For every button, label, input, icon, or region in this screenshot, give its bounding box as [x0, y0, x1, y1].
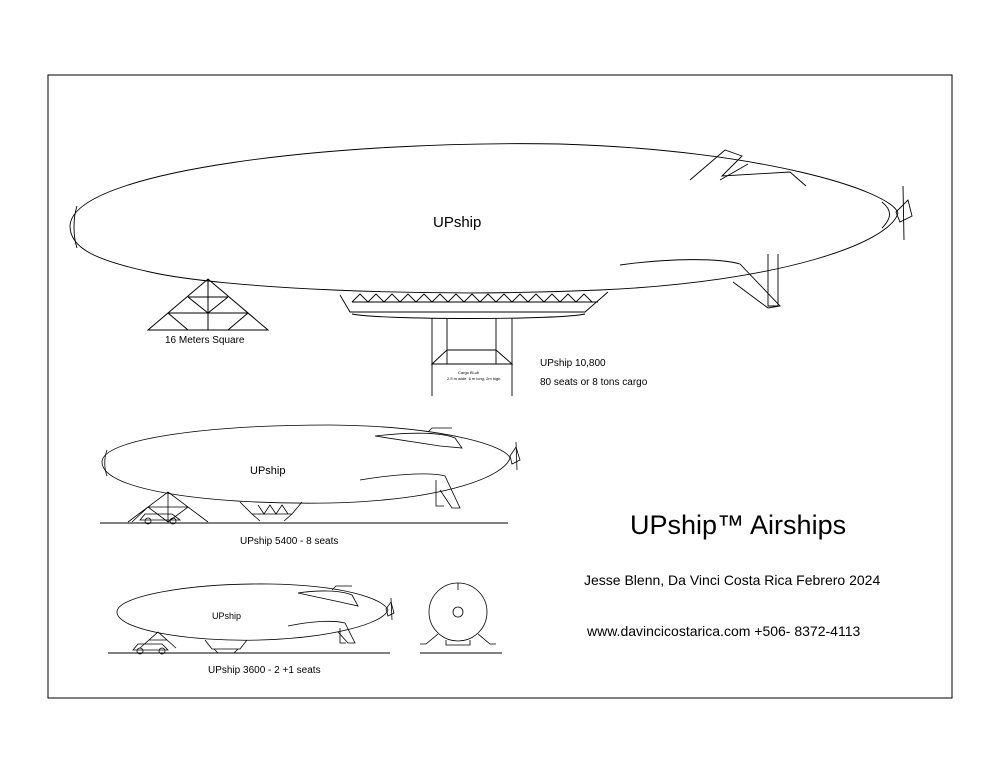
- large-nose-cap: [73, 205, 78, 249]
- large-bottom-strut: [767, 254, 779, 307]
- small-hull-label: UPship: [212, 611, 242, 621]
- large-airship: [69, 143, 913, 396]
- large-hangar: [146, 278, 270, 331]
- drawing-border: [47, 74, 953, 699]
- large-cargo-bay: [430, 318, 514, 396]
- small-car: [132, 643, 169, 651]
- small-gondola: [204, 639, 248, 654]
- medium-hull: [101, 424, 511, 504]
- small-top-fin: [297, 590, 359, 607]
- small-propeller: [385, 601, 395, 617]
- hangar-size-label: 16 Meters Square: [165, 335, 245, 346]
- medium-hull-label: UPship: [250, 465, 286, 477]
- cargo-note-2: 2.5 m wide, 6 m long, 2m high: [447, 376, 501, 381]
- cargo-note-1: Cargo Bl.ub: [458, 370, 480, 375]
- medium-top-fin: [374, 432, 463, 449]
- medium-gondola: [239, 501, 303, 515]
- medium-hangar: [127, 491, 209, 523]
- large-top-fin: [689, 149, 807, 187]
- large-capacity-label: 80 seats or 8 tons cargo: [540, 377, 648, 388]
- large-hull: [69, 143, 899, 294]
- medium-airship: [100, 424, 521, 525]
- large-tail-cap: [881, 201, 890, 229]
- large-propeller: [895, 199, 913, 223]
- title: UPship™ Airships: [630, 510, 847, 540]
- large-hull-label: UPship: [433, 214, 482, 231]
- medium-caption: UPship 5400 - 8 seats: [240, 536, 339, 547]
- author-line: Jesse Blenn, Da Vinci Costa Rica Febrero…: [584, 572, 881, 588]
- small-hull: [116, 583, 389, 641]
- medium-bottom-fin: [359, 473, 461, 509]
- large-model-label: UPship 10,800: [540, 358, 606, 369]
- medium-car: [139, 513, 182, 521]
- large-bottom-fin: [619, 259, 781, 309]
- small-bottom-fin: [287, 620, 356, 644]
- small-caption: UPship 3600 - 2 +1 seats: [208, 665, 321, 676]
- contact-line: www.davincicostarica.com +506- 8372-4113: [587, 623, 861, 639]
- front-view: [420, 582, 502, 654]
- small-hangar: [139, 631, 177, 649]
- medium-propeller: [509, 446, 521, 465]
- large-gondola-truss: [351, 293, 593, 303]
- small-airship: [108, 583, 395, 655]
